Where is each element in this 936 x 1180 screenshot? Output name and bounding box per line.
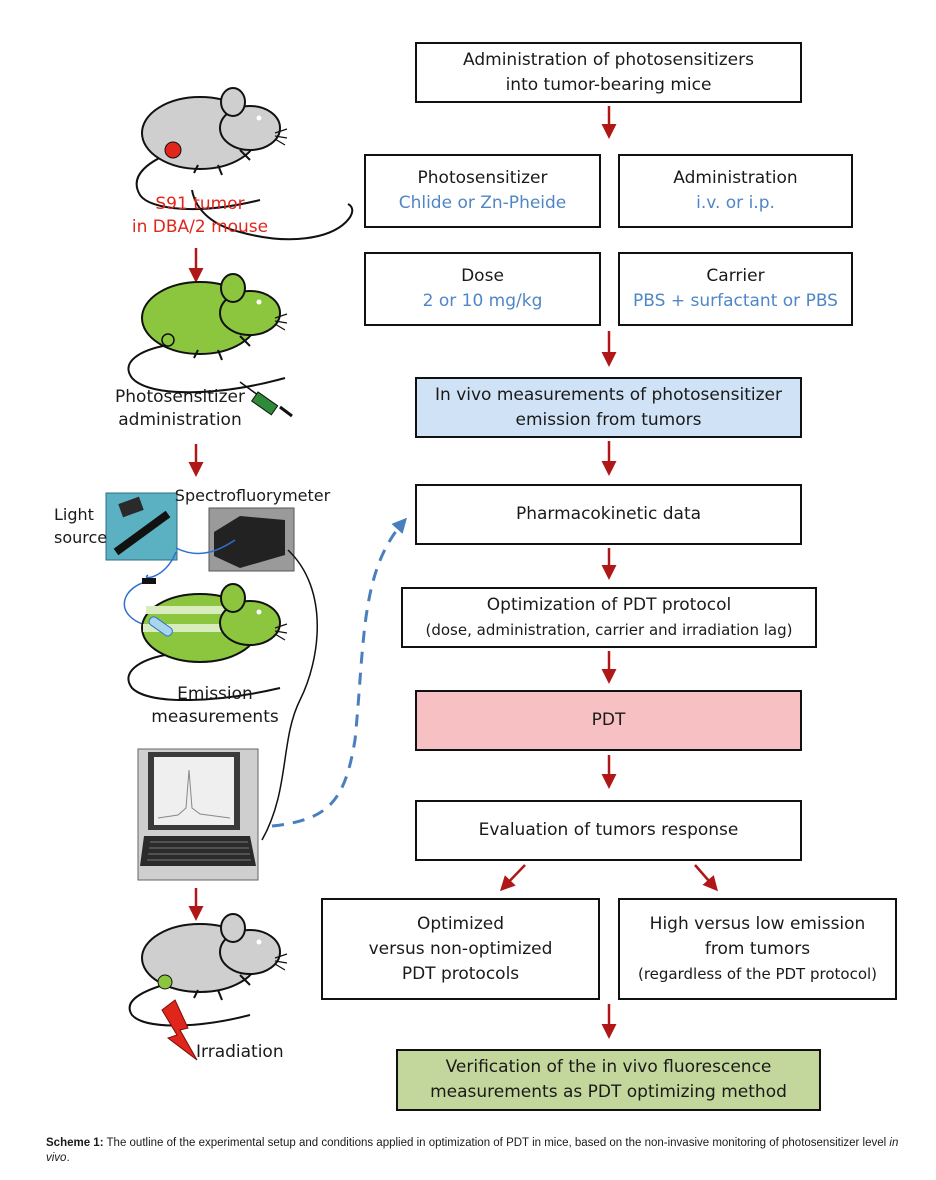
figure-caption: Scheme 1: The outline of the experimenta… [46, 1136, 906, 1166]
admin-box: Administration of photosensitizers into … [415, 42, 802, 103]
caption-label: Scheme 1: [46, 1137, 104, 1149]
carrier-box: Carrier PBS + surfactant or PBS [618, 252, 853, 326]
admin-line1: Administration of photosensitizers [463, 49, 754, 70]
dose-value: 2 or 10 mg/kg [422, 291, 543, 311]
verify-line1: Verification of the in vivo fluorescence [445, 1057, 772, 1077]
lightning-icon [161, 999, 198, 1061]
ps-admin-line2: administration [118, 410, 242, 430]
optimized-box: Optimized versus non-optimized PDT proto… [321, 898, 600, 1000]
invivo-box: In vivo measurements of photosensitizer … [415, 377, 802, 438]
arrow-diag-right-icon [694, 864, 718, 892]
verify-line2: measurements as PDT optimizing method [430, 1082, 787, 1102]
photosensitizer-title: Photosensitizer [417, 168, 548, 188]
ps-admin-line1: Photosensitizer [115, 387, 245, 407]
carrier-title: Carrier [706, 266, 765, 286]
green-mouse-syringe-icon [127, 273, 293, 418]
emission-line1: Emission [177, 684, 253, 704]
optimized-line2: versus non-optimized [368, 938, 553, 959]
optimized-line3: PDT protocols [401, 963, 520, 984]
tumor-label-line2: in DBA/2 mouse [131, 217, 269, 237]
highlow-box: High versus low emission from tumors (re… [618, 898, 897, 1000]
tumor-label: S91 tumor in DBA/2 mouse [120, 193, 280, 239]
invivo-line1: In vivo measurements of photosensitizer [435, 384, 782, 405]
irradiation-label: Irradiation [196, 1042, 284, 1062]
admin-line2: into tumor-bearing mice [505, 74, 712, 95]
dashed-data-arrow [271, 517, 408, 828]
optim-line1: Optimization of PDT protocol [486, 594, 732, 615]
pk-text: Pharmacokinetic data [515, 504, 702, 524]
striped-mouse-probe-icon [127, 583, 288, 702]
eval-text: Evaluation of tumors response [478, 820, 739, 840]
emission-label: Emission measurements [145, 683, 285, 729]
gray-mouse-tumor-icon [135, 87, 354, 241]
administration-box: Administration i.v. or i.p. [618, 154, 853, 228]
laptop-icon [137, 748, 259, 881]
spectrofluorymeter-label: Spectrofluorymeter [174, 486, 331, 505]
flow-arrows [499, 106, 718, 1039]
emission-line2: measurements [151, 707, 279, 727]
evaluation-box: Evaluation of tumors response [415, 800, 802, 861]
photosensitizer-box: Photosensitizer Chlide or Zn-Pheide [364, 154, 601, 228]
administration-title: Administration [673, 168, 798, 188]
optimized-line1: Optimized [416, 913, 505, 934]
pdt-text: PDT [591, 710, 626, 730]
light-line1: Light [54, 505, 94, 524]
caption-end: . [66, 1152, 70, 1164]
pdt-box: PDT [415, 690, 802, 751]
pharmacokinetic-box: Pharmacokinetic data [415, 484, 802, 545]
highlow-line3: (regardless of the PDT protocol) [637, 964, 878, 983]
administration-value: i.v. or i.p. [696, 193, 775, 213]
light-source-icon [105, 492, 178, 561]
highlow-line1: High versus low emission [649, 913, 866, 934]
caption-italic: in vivo [46, 1137, 899, 1164]
light-line2: source [54, 528, 108, 547]
arrow-diag-left-icon [499, 864, 526, 892]
optim-line2: (dose, administration, carrier and irrad… [425, 620, 793, 639]
fiber-cables [123, 539, 318, 841]
optimization-box: Optimization of PDT protocol (dose, admi… [401, 587, 817, 648]
gray-mouse-irradiation-icon [128, 913, 288, 1061]
tumor-label-line1: S91 tumor [155, 194, 245, 214]
dose-title: Dose [461, 266, 504, 286]
ps-admin-label: Photosensitizer administration [100, 386, 260, 432]
spectrofluorymeter-icon [208, 507, 295, 572]
dose-box: Dose 2 or 10 mg/kg [364, 252, 601, 326]
carrier-value: PBS + surfactant or PBS [633, 291, 838, 311]
light-source-label: Light source [54, 503, 114, 549]
invivo-line2: emission from tumors [515, 409, 702, 430]
photosensitizer-value: Chlide or Zn-Pheide [398, 193, 567, 213]
verification-box: Verification of the in vivo fluorescence… [396, 1049, 821, 1111]
caption-text: The outline of the experimental setup an… [103, 1137, 890, 1149]
highlow-line2: from tumors [704, 938, 811, 959]
